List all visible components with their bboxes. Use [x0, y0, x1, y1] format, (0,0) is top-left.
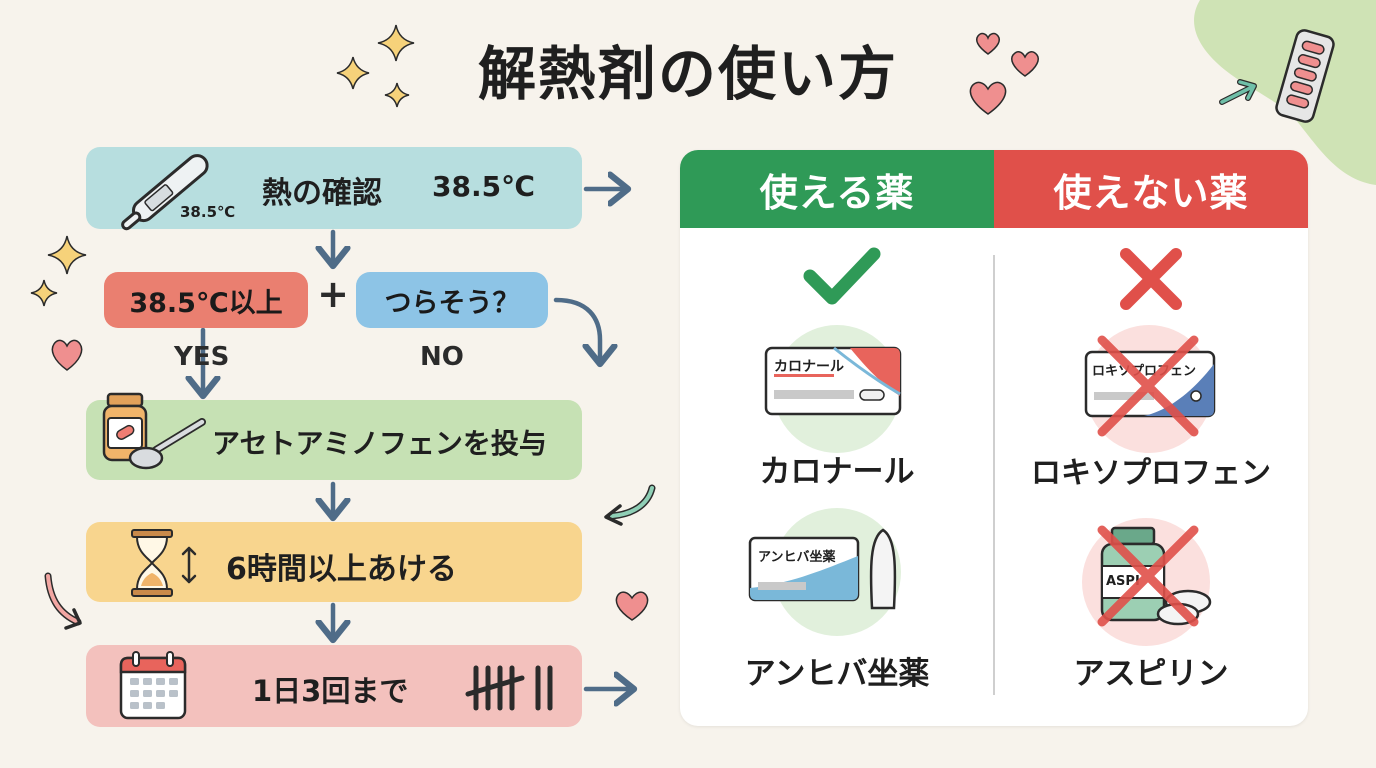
branch-no-label: NO [420, 342, 464, 372]
prohibited-cross-icon [1097, 525, 1199, 627]
unusable-medicine-header: 使えない薬 [994, 150, 1308, 228]
sparkle-icon [377, 24, 415, 62]
heart-icon [615, 591, 649, 621]
usable-medicine-header: 使える薬 [680, 150, 994, 228]
step-wait-6-hours-label: 6時間以上あける [226, 552, 457, 587]
thermometer-icon [121, 154, 209, 231]
curved-arrow-icon [44, 572, 82, 630]
anhiba-label: アンヒバ坐薬 [744, 656, 930, 692]
calonal-label: カロナール [759, 454, 915, 490]
column-divider [993, 255, 995, 695]
step-max-3-per-day-label: 1日3回まで [252, 674, 409, 708]
plus-sign: + [317, 272, 349, 316]
sparkle-icon [384, 82, 410, 108]
heart-icon [976, 32, 1000, 55]
suppository-icon [869, 528, 897, 610]
arrow-icon [1219, 79, 1257, 105]
calendar-icon [119, 651, 187, 720]
heart-icon [51, 339, 83, 371]
tally-marks-icon [465, 665, 553, 711]
sparkle-icon [47, 235, 87, 275]
interval-arrows-icon [181, 546, 197, 584]
step-fever-check-label: 熱の確認 [262, 176, 382, 211]
prohibited-cross-icon [1097, 335, 1199, 437]
step-fever-check-temp: 38.5℃ [432, 170, 535, 203]
medicine-comparison-panel: 使える薬 使えない薬 カロナール カロナール アンヒバ坐薬 アンヒバ坐薬 ロキソ… [680, 150, 1308, 726]
hourglass-icon [131, 529, 173, 597]
sparkle-icon [30, 279, 58, 307]
condition-feels-bad: つらそう？ [356, 272, 548, 328]
curved-arrow-icon [604, 484, 656, 526]
cross-mark-icon [1120, 248, 1182, 310]
aspirin-label: アスピリン [1073, 656, 1229, 692]
check-mark-icon [803, 247, 881, 305]
aspirin-package-text: ASPI [1106, 574, 1140, 589]
pill-blister-pack-icon [1275, 29, 1335, 123]
heart-icon [1011, 51, 1039, 77]
spoon-icon [128, 418, 206, 470]
sparkle-icon [336, 56, 370, 90]
anhiba-package-text: アンヒバ坐薬 [758, 550, 836, 565]
step-give-acetaminophen-label: アセトアミノフェンを投与 [212, 427, 547, 460]
branch-yes-label: YES [174, 342, 230, 372]
heart-icon [969, 81, 1007, 115]
calonal-package-icon [764, 346, 902, 416]
condition-over-38-5: 38.5℃以上 [104, 272, 308, 328]
flow-connectors [0, 0, 680, 768]
page-title: 解熱剤の使い方 [477, 40, 898, 108]
medicine-bottle-icon [102, 392, 148, 462]
thermometer-reading: 38.5℃ [180, 203, 236, 221]
loxoprofen-label: ロキソプロフェン [1031, 456, 1271, 491]
anhiba-package-icon [748, 536, 860, 602]
calonal-package-text: カロナール [774, 359, 844, 375]
